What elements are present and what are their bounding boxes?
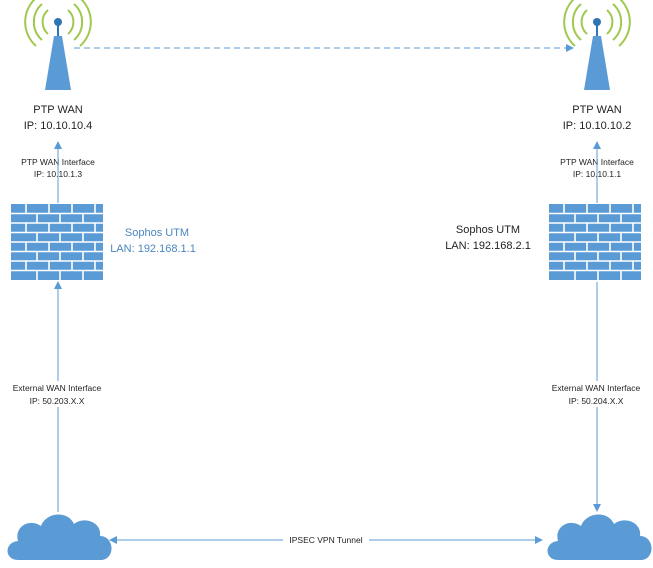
left-ptp-title: PTP WAN [33,104,83,116]
ipsec-tunnel-label: IPSEC VPN Tunnel [289,535,362,545]
left-ptp-ip: IP: 10.10.10.4 [24,120,93,132]
left-utm-name: Sophos UTM [125,227,189,239]
right-firewall-icon [548,203,642,281]
right-ptp-title: PTP WAN [572,104,622,116]
left-cloud-icon [7,514,112,560]
right-utm-lan: LAN: 192.168.2.1 [445,240,531,252]
left-external-wan-title: External WAN Interface [13,383,102,393]
right-external-wan-ip: IP: 50.204.X.X [569,396,624,406]
right-utm-name: Sophos UTM [456,224,520,236]
right-ptp-ip: IP: 10.10.10.2 [563,120,632,132]
right-antenna-icon [563,0,631,91]
left-antenna-icon [24,0,92,91]
left-firewall-icon [10,203,104,281]
left-external-wan-ip: IP: 50.203.X.X [30,396,85,406]
left-utm-lan: LAN: 192.168.1.1 [110,243,196,255]
right-external-wan-title: External WAN Interface [552,383,641,393]
right-cloud-icon [547,514,652,560]
